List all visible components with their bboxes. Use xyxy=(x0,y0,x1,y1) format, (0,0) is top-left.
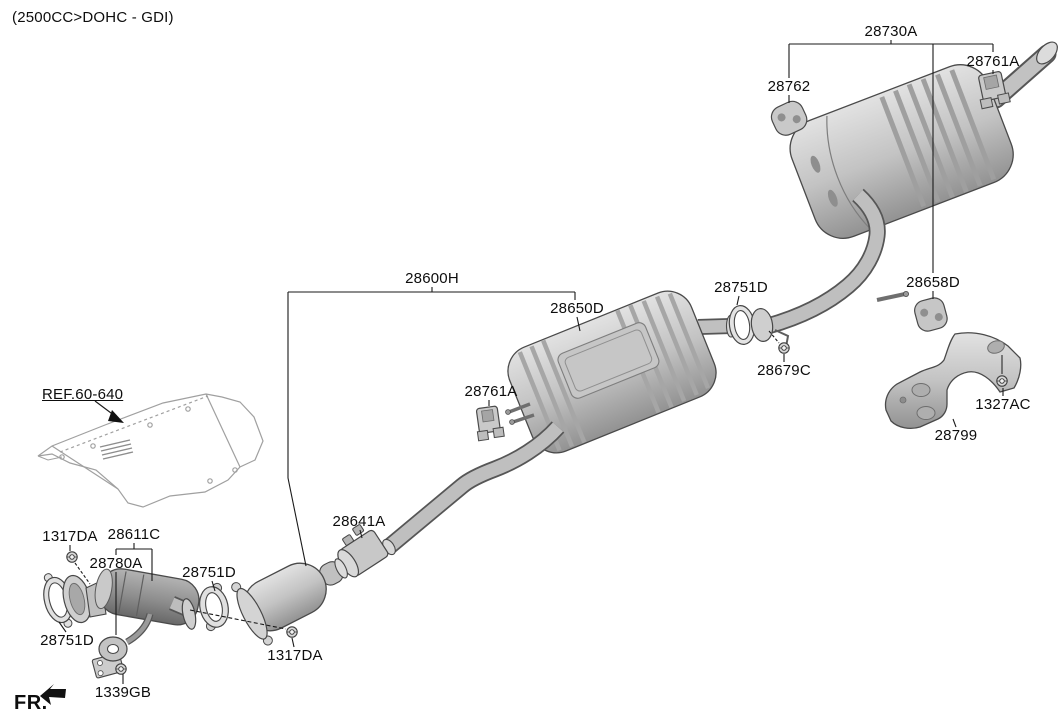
part-label-nut-front-flange: 1317DA xyxy=(42,528,98,545)
fr-direction-arrow-icon xyxy=(40,684,66,705)
part-label-gasket-rear-joint: 28751D xyxy=(714,279,768,296)
center-gasket-drawing xyxy=(199,582,229,632)
part-label-clamp-exhaust-pipe: 28641A xyxy=(332,513,386,530)
ref-arrowhead xyxy=(108,410,124,423)
part-label-nut-rear-joint: 28679C xyxy=(757,362,811,379)
part-label-nut-center-joint: 1317DA xyxy=(267,647,323,664)
part-label-hanger-rear-left: 28762 xyxy=(767,78,811,95)
part-label-center-muffler-assembly: 28600H xyxy=(405,270,459,287)
part-label-front-muffler-assembly: 28611C xyxy=(107,526,161,543)
hanger-28761a-center-drawing xyxy=(475,405,505,442)
ref-heat-shield-drawing xyxy=(37,393,264,508)
part-label-heat-protector-rear: 28799 xyxy=(934,427,978,444)
hanger-28658d-drawing xyxy=(914,297,948,332)
hanger-28762-drawing xyxy=(770,100,808,136)
front-direction-label: FR. xyxy=(14,692,48,714)
part-label-gasket-center-joint: 28751D xyxy=(182,564,236,581)
part-label-center-muffler: 28650D xyxy=(550,300,604,317)
front-hanger-drawing xyxy=(91,636,128,679)
engine-variant-title: (2500CC>DOHC - GDI) xyxy=(12,9,174,26)
part-label-hanger-rear-right: 28761A xyxy=(966,53,1020,70)
part-label-hanger-rear-center: 28658D xyxy=(906,274,960,291)
hanger-28761a-right-drawing xyxy=(978,70,1011,110)
center-muffler-drawing xyxy=(382,290,717,556)
part-label-hanger-center-muffler: 28761A xyxy=(464,383,518,400)
rear-muffler-drawing xyxy=(765,41,1058,335)
part-label-hanger-front-pipe: 28780A xyxy=(89,555,143,572)
clamp-drawing xyxy=(337,524,389,578)
part-label-bolt-front-hanger: 1339GB xyxy=(94,684,152,701)
rear-catalyst-drawing xyxy=(231,558,348,646)
front-pipe-drawing xyxy=(43,568,200,646)
part-label-bolt-heat-protector: 1327AC xyxy=(975,396,1031,413)
rear-joint-drawing xyxy=(697,305,790,354)
rear-heat-protector-drawing xyxy=(884,332,1022,429)
part-label-rear-muffler-assembly: 28730A xyxy=(864,23,918,40)
ref-section-link[interactable]: REF.60-640 xyxy=(42,386,124,403)
part-label-gasket-front-flange: 28751D xyxy=(40,632,94,649)
